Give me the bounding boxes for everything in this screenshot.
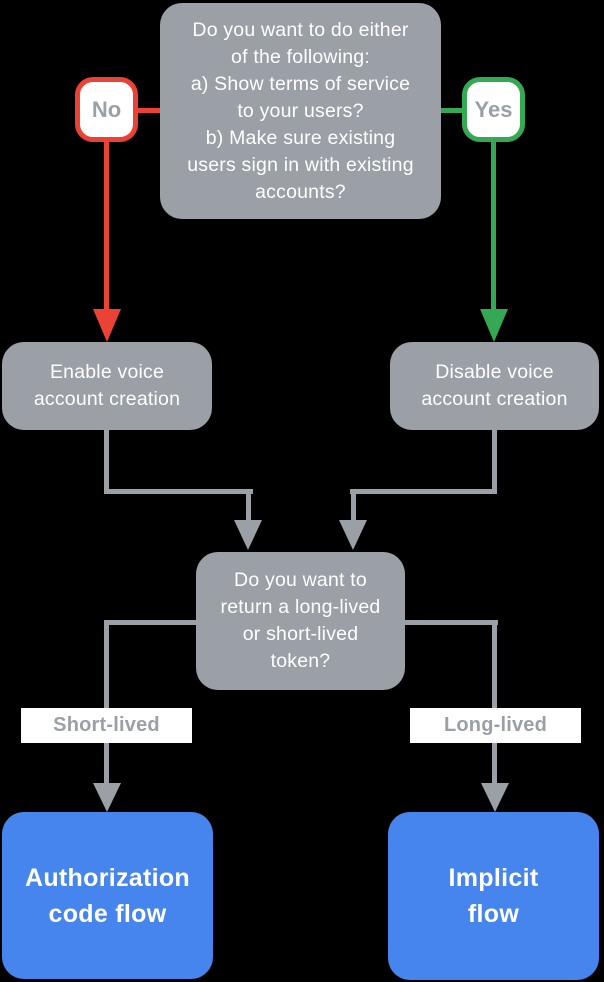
enable-voice-account-creation-node: Enable voice account creation: [2, 342, 212, 430]
short-branch-line-horizontal: [104, 620, 196, 625]
no-branch-line-vertical: [104, 140, 109, 310]
yes-branch-line-horizontal: [441, 108, 462, 113]
long-branch-arrowhead-down-icon: [481, 783, 509, 812]
enable-to-token-line-horizontal: [104, 489, 253, 494]
disable-voice-account-creation-node: Disable voice account creation: [390, 342, 599, 430]
yes-branch-line-vertical: [491, 140, 496, 310]
implicit-flow-node: Implicit flow: [388, 812, 599, 980]
yes-branch-arrowhead-down-icon: [480, 309, 508, 342]
long-branch-line-vertical: [492, 620, 497, 708]
enable-to-token-line-drop: [246, 489, 251, 522]
disable-to-token-line-vertical: [492, 430, 497, 494]
token-question-node: Do you want to return a long-lived or sh…: [196, 552, 405, 690]
short-branch-line-vertical: [104, 620, 109, 708]
long-lived-label: Long-lived: [410, 708, 581, 743]
yes-badge: Yes: [462, 77, 525, 142]
disable-to-token-arrowhead-down-icon: [339, 520, 367, 550]
no-branch-line-horizontal: [138, 108, 160, 113]
short-lived-label: Short-lived: [21, 708, 192, 743]
root-question-node: Do you want to do either of the followin…: [160, 3, 441, 219]
disable-to-token-line-horizontal: [350, 489, 497, 494]
short-branch-arrowhead-down-icon: [93, 783, 121, 812]
disable-to-token-line-drop: [351, 489, 356, 522]
short-branch-line-drop: [104, 743, 109, 783]
authorization-code-flow-node: Authorization code flow: [2, 812, 213, 979]
long-branch-line-horizontal: [405, 620, 498, 625]
long-branch-line-drop: [492, 743, 497, 783]
enable-to-token-arrowhead-down-icon: [234, 520, 262, 550]
no-branch-arrowhead-down-icon: [93, 309, 121, 342]
no-badge: No: [75, 77, 138, 142]
enable-to-token-line-vertical: [104, 430, 109, 494]
